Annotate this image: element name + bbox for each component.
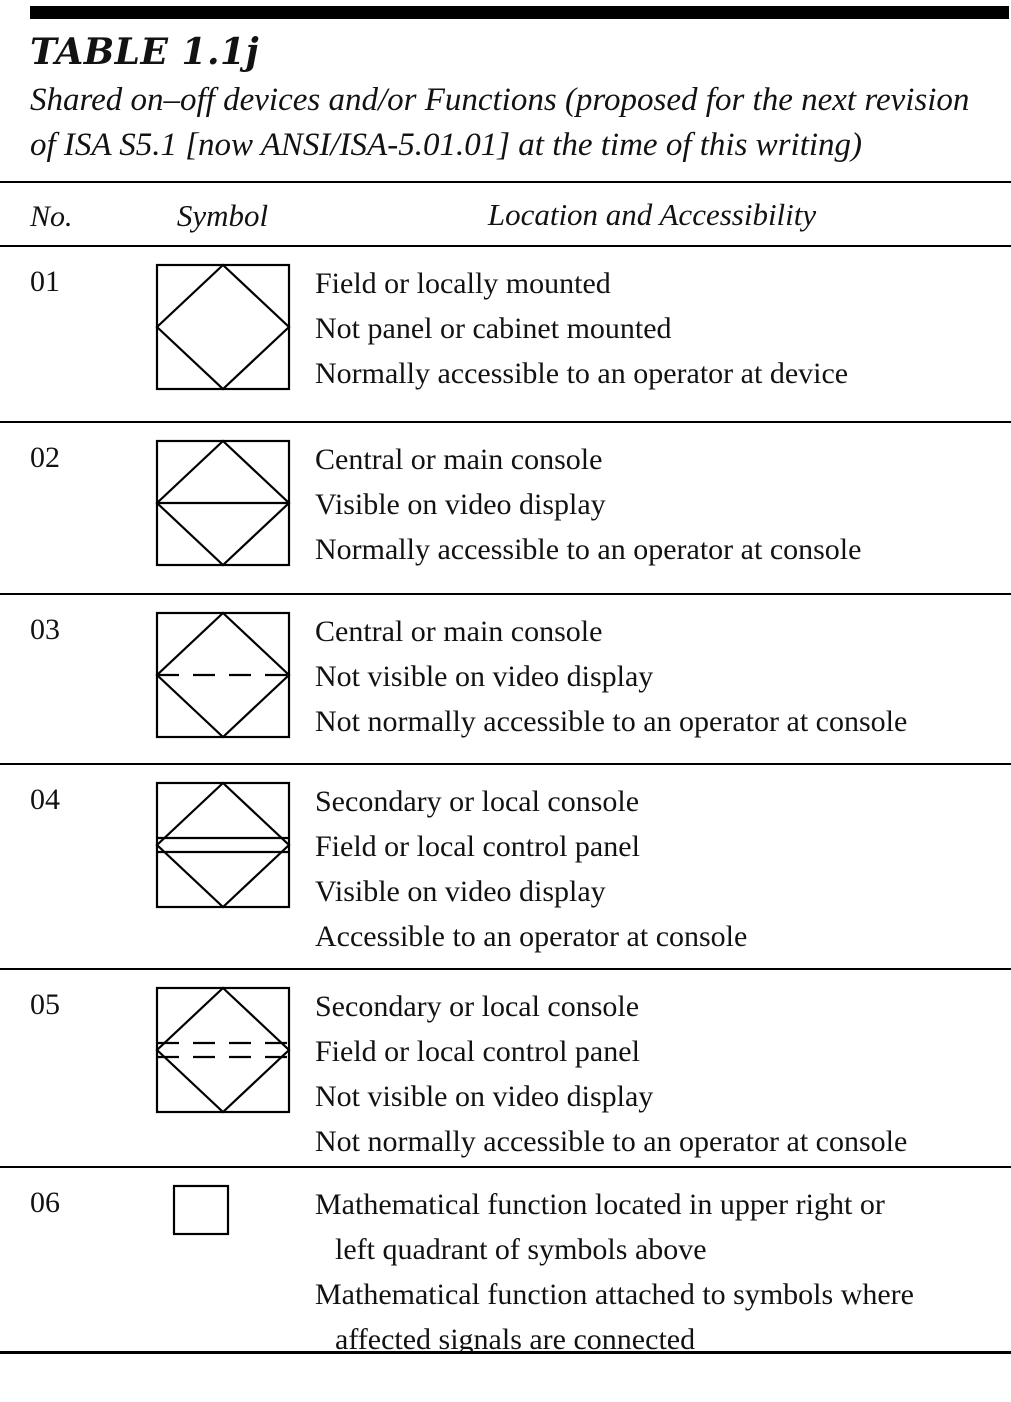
location-line: Field or local control panel bbox=[315, 1034, 640, 1068]
location-line: Normally accessible to an operator at co… bbox=[315, 532, 862, 566]
column-header-symbol: Symbol bbox=[176, 197, 269, 233]
location-line: Not panel or cabinet mounted bbox=[315, 311, 672, 345]
table-subtitle: Shared on–off devices and/or Functions (… bbox=[30, 82, 970, 164]
location-line: Field or local control panel bbox=[315, 829, 640, 863]
table-row: 04 Secondary or local console Field or l… bbox=[0, 765, 1011, 970]
table-header-row: No. Symbol Location and Accessibility bbox=[0, 180, 1011, 247]
row-number: 05 bbox=[30, 987, 60, 1021]
location-line: Not visible on video display bbox=[315, 1079, 654, 1113]
location-cell: Secondary or local console Field or loca… bbox=[315, 777, 989, 968]
symbol-square-diamond-solid-line-icon bbox=[154, 439, 291, 567]
location-line: Not visible on video display bbox=[315, 659, 654, 693]
location-line: Accessible to an operator at console bbox=[315, 919, 748, 953]
location-line: Secondary or local console bbox=[315, 989, 640, 1023]
column-header-location: Location and Accessibility bbox=[487, 196, 817, 232]
location-cell: Secondary or local console Field or loca… bbox=[315, 982, 989, 1166]
location-line: Not normally accessible to an operator a… bbox=[315, 704, 908, 738]
location-cell: Field or locally mounted Not panel or ca… bbox=[315, 259, 989, 421]
symbol-square-diamond-icon bbox=[154, 263, 291, 391]
top-rule bbox=[30, 6, 1009, 19]
document-page: TABLE 1.1j Shared on–off devices and/or … bbox=[0, 6, 1011, 1402]
row-number: 03 bbox=[30, 612, 60, 646]
row-number: 02 bbox=[30, 440, 60, 474]
row-number: 01 bbox=[30, 264, 60, 298]
location-line: affected signals are connected bbox=[335, 1322, 696, 1354]
symbol-square-diamond-double-dashed-line-icon bbox=[154, 986, 291, 1114]
symbol-cell bbox=[130, 982, 315, 1166]
table-row: 05 Secondary or local console Field or l… bbox=[0, 970, 1011, 1168]
location-line: Normally accessible to an operator at de… bbox=[315, 356, 849, 390]
symbol-cell bbox=[130, 777, 315, 968]
location-cell: Central or main console Visible on video… bbox=[315, 435, 989, 593]
table-row: 03 Central or main console Not visible o… bbox=[0, 595, 1011, 765]
location-cell: Mathematical function located in upper r… bbox=[315, 1180, 989, 1354]
location-line: Mathematical function attached to symbol… bbox=[315, 1277, 914, 1311]
symbol-square-diamond-double-line-icon bbox=[154, 781, 291, 909]
location-line: Mathematical function located in upper r… bbox=[315, 1187, 885, 1221]
location-line: Visible on video display bbox=[315, 874, 606, 908]
location-line: Not normally accessible to an operator a… bbox=[315, 1124, 908, 1158]
location-cell: Central or main console Not visible on v… bbox=[315, 607, 989, 763]
symbol-cell bbox=[130, 259, 315, 421]
table-title: TABLE 1.1j bbox=[30, 31, 260, 73]
location-line: Field or locally mounted bbox=[315, 266, 611, 300]
location-line: Secondary or local console bbox=[315, 784, 640, 818]
location-line: Visible on video display bbox=[315, 487, 606, 521]
symbol-cell bbox=[130, 435, 315, 593]
table: No. Symbol Location and Accessibility 01… bbox=[0, 180, 1011, 1354]
row-number: 06 bbox=[30, 1185, 60, 1219]
location-line: Central or main console bbox=[315, 442, 603, 476]
table-row: 06 Mathematical function located in uppe… bbox=[0, 1168, 1011, 1354]
symbol-square-diamond-dashed-line-icon bbox=[154, 611, 291, 739]
symbol-cell bbox=[130, 607, 315, 763]
symbol-cell bbox=[130, 1180, 315, 1351]
table-row: 02 Central or main console Visible on vi… bbox=[0, 423, 1011, 595]
location-line: Central or main console bbox=[315, 614, 603, 648]
table-row: 01 Field or locally mounted Not panel or… bbox=[0, 247, 1011, 423]
column-header-no: No. bbox=[30, 199, 73, 233]
location-line: left quadrant of symbols above bbox=[335, 1232, 707, 1266]
row-number: 04 bbox=[30, 782, 60, 816]
symbol-square-icon bbox=[172, 1184, 230, 1235]
